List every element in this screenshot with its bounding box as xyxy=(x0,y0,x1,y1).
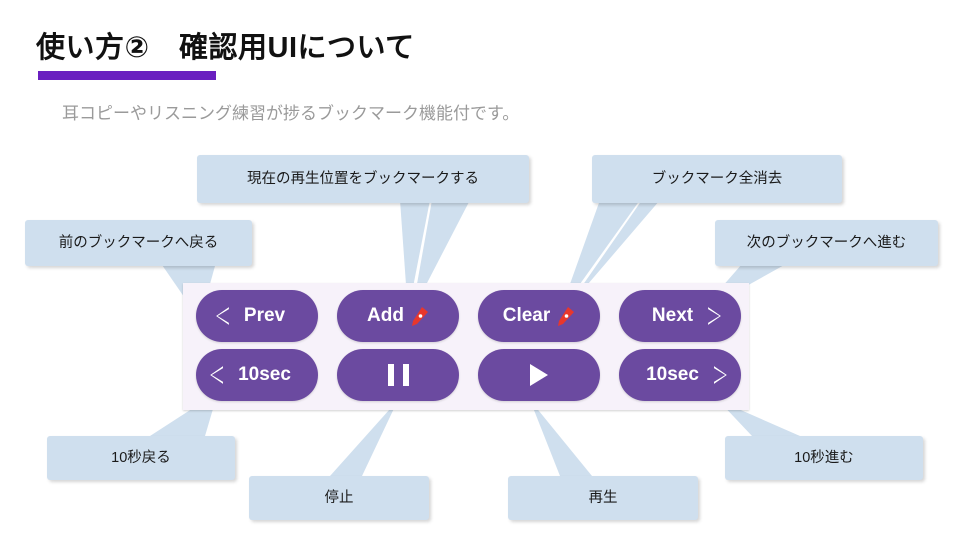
play-icon xyxy=(530,364,548,386)
callout-play-text: 再生 xyxy=(508,476,698,520)
callout-forward-10sec-text: 10秒進む xyxy=(725,436,923,480)
callout-prev-bookmark-text: 前のブックマークへ戻る xyxy=(25,220,252,266)
callout-stop: 停止 xyxy=(249,476,429,520)
triangle-right-outline-icon xyxy=(701,366,714,384)
next-bookmark-button[interactable]: Next xyxy=(619,290,741,342)
callout-next-bookmark: 次のブックマークへ進む xyxy=(715,220,938,266)
player-top-row: Prev Add Clear Next xyxy=(183,290,749,342)
callout-clear-bookmarks: ブックマーク全消去 xyxy=(592,155,842,203)
add-bookmark-button[interactable]: Add xyxy=(337,290,459,342)
title-underline-bar xyxy=(38,71,216,80)
pause-icon xyxy=(387,364,409,386)
play-button[interactable] xyxy=(478,349,600,401)
callout-add-bookmark-text: 現在の再生位置をブックマークする xyxy=(197,155,529,203)
bookmark-add-icon xyxy=(409,305,429,327)
callout-forward-10sec: 10秒進む xyxy=(725,436,923,480)
triangle-left-outline-icon xyxy=(229,307,242,325)
callout-clear-bookmarks-text: ブックマーク全消去 xyxy=(592,155,842,203)
callout-add-bookmark: 現在の再生位置をブックマークする xyxy=(197,155,529,203)
callout-play: 再生 xyxy=(508,476,698,520)
add-button-label: Add xyxy=(367,305,404,326)
player-bottom-row: 10sec 10sec xyxy=(183,349,749,401)
callout-prev-bookmark: 前のブックマークへ戻る xyxy=(25,220,252,266)
clear-button-label: Clear xyxy=(502,305,551,326)
rewind-10sec-button[interactable]: 10sec xyxy=(196,349,318,401)
callout-next-bookmark-text: 次のブックマークへ進む xyxy=(715,220,938,266)
bookmark-clear-icon xyxy=(555,305,575,327)
prev-button-label: Prev xyxy=(243,305,286,326)
forward-10sec-button[interactable]: 10sec xyxy=(619,349,741,401)
player-panel: Prev Add Clear Next xyxy=(183,283,749,410)
pause-button[interactable] xyxy=(337,349,459,401)
callout-stop-text: 停止 xyxy=(249,476,429,520)
clear-bookmarks-button[interactable]: Clear xyxy=(478,290,600,342)
rewind-10sec-label: 10sec xyxy=(238,364,291,385)
triangle-right-outline-icon xyxy=(695,307,708,325)
prev-bookmark-button[interactable]: Prev xyxy=(196,290,318,342)
page-title: 使い方② 確認用UIについて xyxy=(36,32,415,64)
callout-rewind-10sec: 10秒戻る xyxy=(47,436,235,480)
callout-rewind-10sec-text: 10秒戻る xyxy=(47,436,235,480)
next-button-label: Next xyxy=(651,305,694,326)
forward-10sec-label: 10sec xyxy=(646,364,699,385)
page-subtitle: 耳コピーやリスニング練習が捗るブックマーク機能付です。 xyxy=(62,104,520,123)
triangle-left-outline-icon xyxy=(223,366,236,384)
